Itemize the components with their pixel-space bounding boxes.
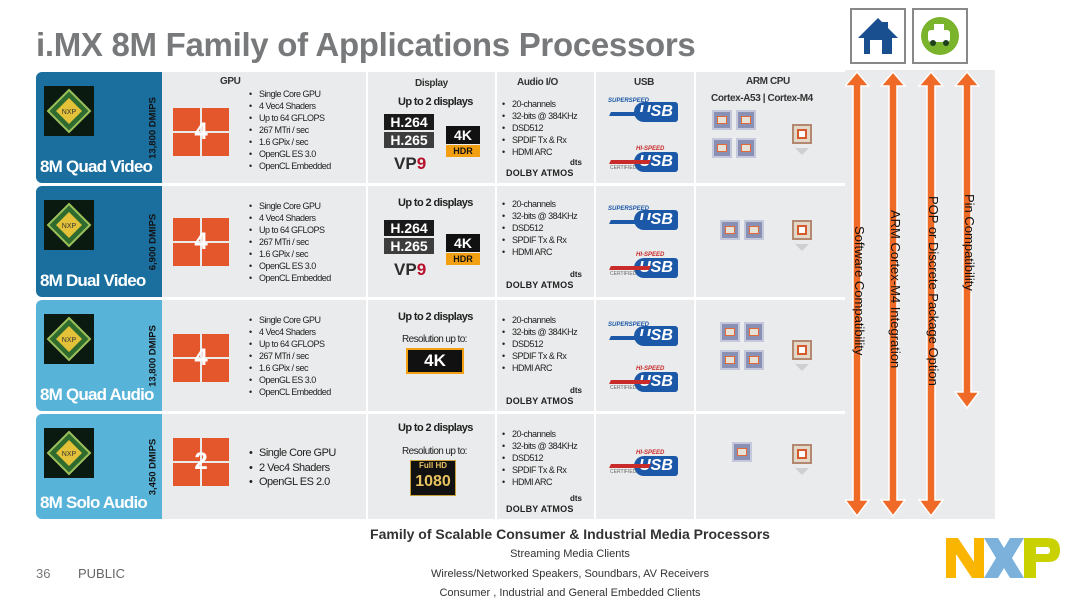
car-logo-icon xyxy=(912,8,968,64)
nxp-logo xyxy=(944,536,1062,580)
software-compat-label: Software Compatibility xyxy=(852,226,867,356)
vp9-badge: VP9 xyxy=(394,154,427,173)
display-header: Display xyxy=(415,78,448,89)
house-logo-icon xyxy=(850,8,906,64)
gpu-spec-list: Single Core GPU4 Vec4 ShadersUp to 64 GF… xyxy=(249,314,331,398)
cortex-m4-core xyxy=(792,444,812,464)
dmips-label: 6,900 DMIPS xyxy=(147,213,159,270)
cortex-m4-core xyxy=(792,340,812,360)
audio-spec-list: 20-channels32-bits @ 384KHzDSD512SPDIF T… xyxy=(502,98,578,158)
svg-text:NXP: NXP xyxy=(62,109,77,116)
dolby-atmos-logo: DOLBY ATMOS xyxy=(506,168,574,178)
gpu-spec-list: Single Core GPU4 Vec4 ShadersUp to 64 GF… xyxy=(249,88,331,172)
footer-line: Wireless/Networked Speakers, Soundbars, … xyxy=(431,568,709,580)
h265-badge: H.265 xyxy=(384,238,434,254)
footer-line: Streaming Media Clients xyxy=(510,548,630,560)
gpu-core-icon: 2 xyxy=(171,436,231,488)
dts-logo: dts xyxy=(570,494,582,503)
row-quad-audio: NXP 13,800 DMIPS 8M Quad Audio 4 Single … xyxy=(36,300,845,411)
classification-label: PUBLIC xyxy=(78,566,125,581)
page-number: 36 xyxy=(36,566,51,581)
page-title: i.MX 8M Family of Applications Processor… xyxy=(36,26,696,63)
audio-spec-list: 20-channels32-bits @ 384KHzDSD512SPDIF T… xyxy=(502,198,578,258)
cpu-header: ARM CPU xyxy=(746,76,790,87)
arm-integration-label: ARM Cortex-M4 Integration xyxy=(888,210,903,369)
dts-logo: dts xyxy=(570,270,582,279)
row-quad-video: NXP 13,800 DMIPS 8M Quad Video 4 Single … xyxy=(36,72,845,183)
row-label: NXP 6,900 DMIPS 8M Dual Video xyxy=(36,186,162,297)
usb-header: USB xyxy=(634,77,654,88)
vp9-badge: VP9 xyxy=(394,260,427,279)
gpu-header: GPU xyxy=(220,76,241,87)
dts-logo: dts xyxy=(570,158,582,167)
chip-icon: NXP xyxy=(44,200,94,250)
row-label: NXP 13,800 DMIPS 8M Quad Audio xyxy=(36,300,162,411)
gpu-core-icon: 4 xyxy=(171,332,231,384)
h265-badge: H.265 xyxy=(384,132,434,148)
display-title: Up to 2 displays xyxy=(398,311,473,323)
cpu-cores-header: Cortex-A53 | Cortex-M4 xyxy=(711,93,813,104)
row-solo-audio: NXP 3,450 DMIPS 8M Solo Audio 2 Single C… xyxy=(36,414,845,519)
dts-logo: dts xyxy=(570,386,582,395)
audio-spec-list: 20-channels32-bits @ 384KHzDSD512SPDIF T… xyxy=(502,314,578,374)
chip-icon: NXP xyxy=(44,428,94,478)
resolution-label: Resolution up to: xyxy=(402,334,467,345)
dolby-atmos-logo: DOLBY ATMOS xyxy=(506,396,574,406)
gpu-spec-list: Single Core GPU4 Vec4 ShadersUp to 64 GF… xyxy=(249,200,331,284)
row-name: 8M Solo Audio xyxy=(40,493,148,512)
dolby-atmos-logo: DOLBY ATMOS xyxy=(506,504,574,514)
dolby-atmos-logo: DOLBY ATMOS xyxy=(506,280,574,290)
hdr-badge: HDR xyxy=(446,253,480,265)
row-name: 8M Dual Video xyxy=(40,271,146,290)
row-dual-video: NXP 6,900 DMIPS 8M Dual Video 4 Single C… xyxy=(36,186,845,297)
display-title: Up to 2 displays xyxy=(398,96,473,108)
h264-badge: H.264 xyxy=(384,220,434,236)
cortex-m4-core xyxy=(792,124,812,144)
audio-spec-list: 20-channels32-bits @ 384KHzDSD512SPDIF T… xyxy=(502,428,578,488)
svg-text:NXP: NXP xyxy=(62,451,77,458)
gpu-core-icon: 4 xyxy=(171,106,231,158)
row-name: 8M Quad Video xyxy=(40,157,153,176)
svg-text:NXP: NXP xyxy=(62,223,77,230)
cortex-m4-core xyxy=(792,220,812,240)
h264-badge: H.264 xyxy=(384,114,434,130)
gpu-core-icon: 4 xyxy=(171,216,231,268)
chip-icon: NXP xyxy=(44,314,94,364)
row-label: NXP 3,450 DMIPS 8M Solo Audio xyxy=(36,414,162,519)
chip-icon: NXP xyxy=(44,86,94,136)
pop-package-label: POP or Discrete Package Option xyxy=(926,196,941,386)
4k-badge: 4K xyxy=(406,348,464,374)
display-title: Up to 2 displays xyxy=(398,422,473,434)
compatibility-panel: Software Compatibility ARM Cortex-M4 Int… xyxy=(845,70,995,519)
4k-badge: 4K xyxy=(446,126,480,144)
display-title: Up to 2 displays xyxy=(398,197,473,209)
pin-compat-label: Pin Compatibility xyxy=(962,194,977,291)
svg-text:NXP: NXP xyxy=(62,337,77,344)
row-label: NXP 13,800 DMIPS 8M Quad Video xyxy=(36,72,162,183)
4k-badge: 4K xyxy=(446,234,480,252)
row-name: 8M Quad Audio xyxy=(40,385,154,404)
footer-line: Consumer , Industrial and General Embedd… xyxy=(439,587,701,599)
resolution-label: Resolution up to: xyxy=(402,446,467,457)
gpu-spec-list: Single Core GPU2 Vec4 ShadersOpenGL ES 2… xyxy=(249,446,336,490)
hdr-badge: HDR xyxy=(446,145,480,157)
audio-header: Audio I/O xyxy=(517,77,558,88)
footer-title: Family of Scalable Consumer & Industrial… xyxy=(370,526,770,542)
